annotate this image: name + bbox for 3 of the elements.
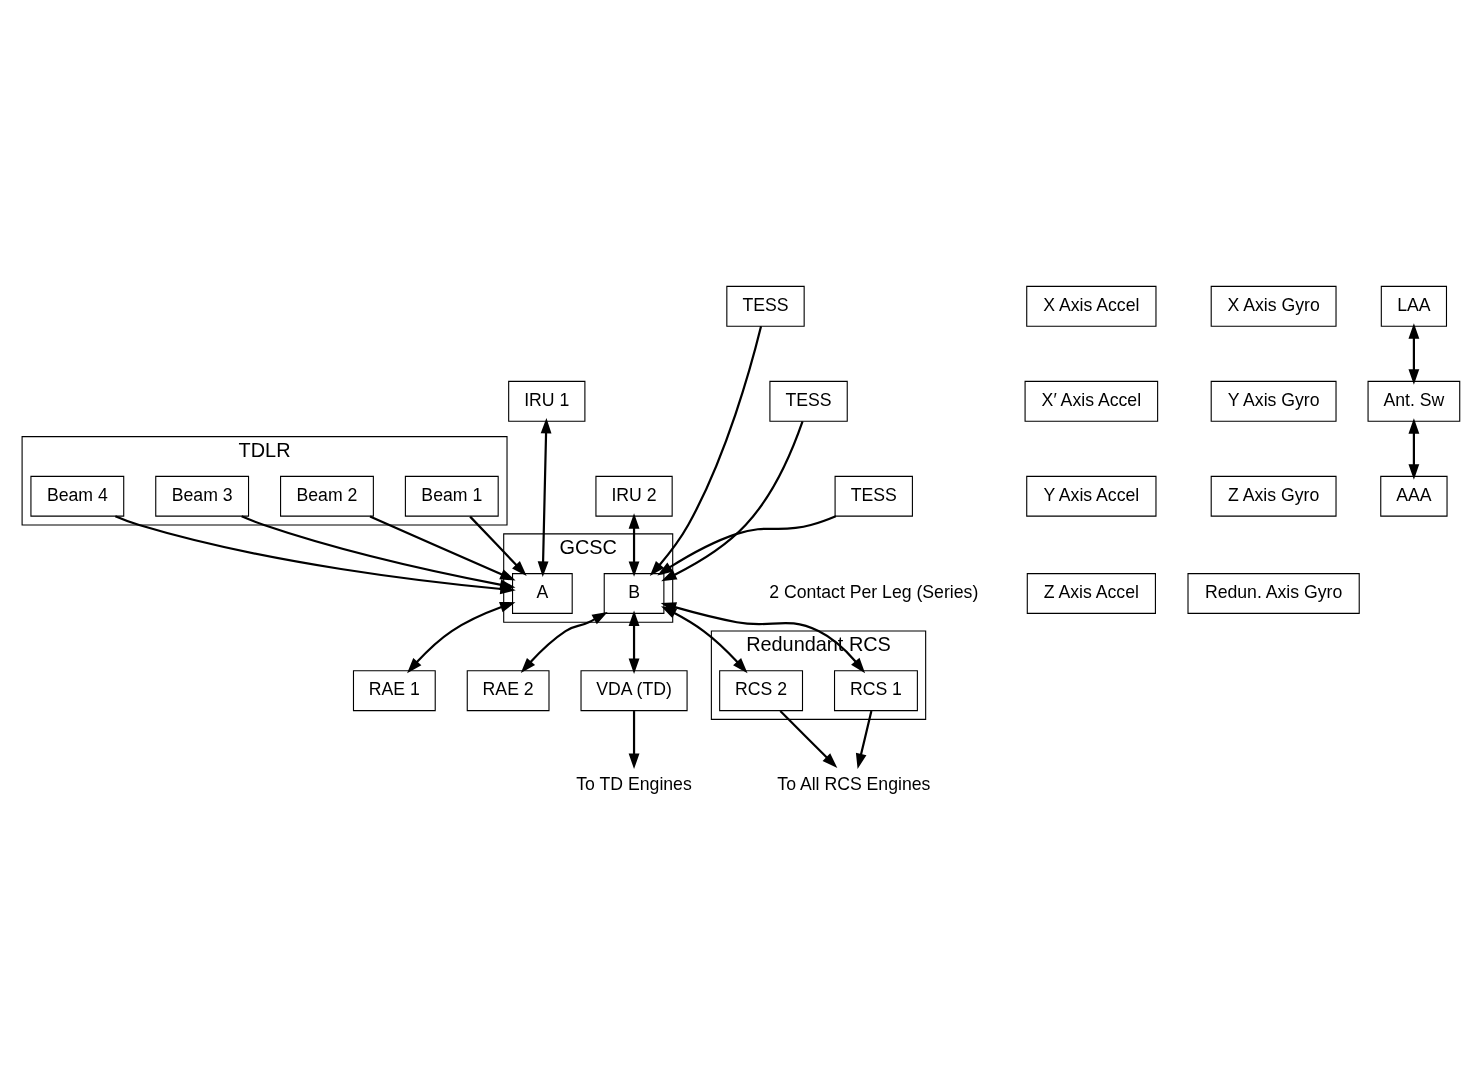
node-text: To TD Engines — [576, 773, 692, 794]
label: 2 Contact Per Leg (Series) — [769, 581, 979, 602]
node-text: To All RCS Engines — [777, 773, 931, 794]
